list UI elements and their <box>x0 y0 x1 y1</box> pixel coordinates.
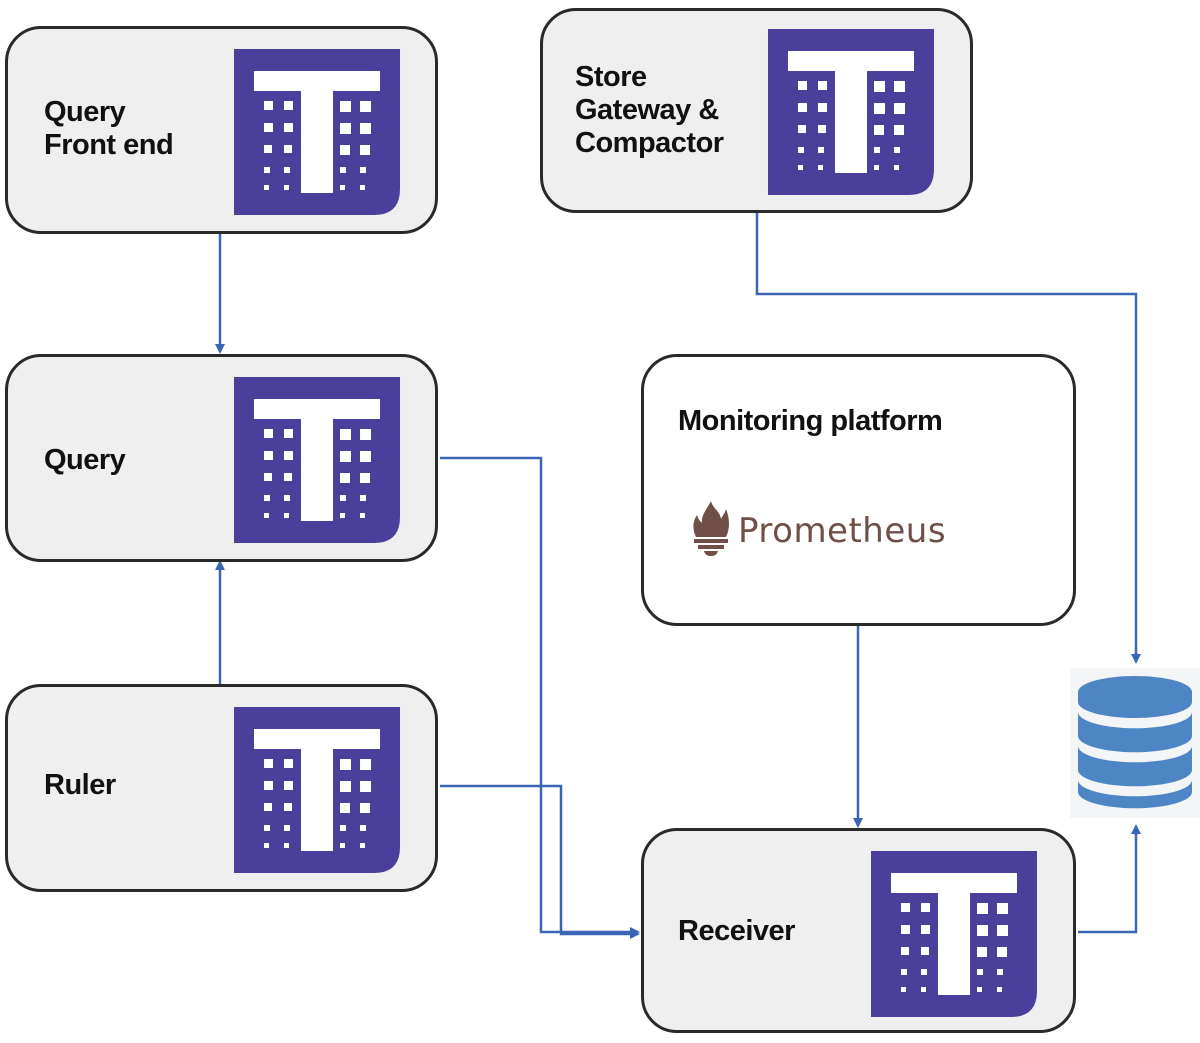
store-gateway-node: Store Gateway & Compactor <box>540 8 973 213</box>
receiver-label: Receiver <box>678 915 795 948</box>
query-frontend-node: Query Front end <box>5 26 438 234</box>
label-line: Compactor <box>575 127 724 159</box>
label-line: Gateway & <box>575 94 719 126</box>
label-line: Receiver <box>678 915 795 947</box>
receiver-node: Receiver <box>641 828 1076 1033</box>
ruler-label: Ruler <box>44 769 116 802</box>
label-line: Store <box>575 61 647 93</box>
edge-receiver-to-storage <box>1078 824 1141 934</box>
prometheus-brand-text: Prometheus <box>738 511 947 551</box>
database-icon <box>1070 668 1200 818</box>
edge-store-to-storage <box>755 212 1141 664</box>
edge-query-to-receiver <box>440 456 640 937</box>
prometheus-flame-icon <box>693 501 729 556</box>
label-line: Ruler <box>44 769 116 801</box>
thanos-logo-icon <box>234 377 400 543</box>
thanos-logo-icon <box>768 29 934 195</box>
edge-ruler-to-receiver <box>440 784 640 939</box>
store-gateway-label: Store Gateway & Compactor <box>575 61 724 160</box>
thanos-logo-icon <box>234 49 400 215</box>
label-line: Front end <box>44 129 174 161</box>
thanos-logo-icon <box>234 707 400 873</box>
monitoring-platform-title: Monitoring platform <box>678 405 943 437</box>
query-frontend-label: Query Front end <box>44 96 174 162</box>
query-label: Query <box>44 444 126 477</box>
monitoring-platform-node: Monitoring platform Prometheus <box>641 354 1076 626</box>
query-node: Query <box>5 354 438 562</box>
thanos-logo-icon <box>871 851 1037 1017</box>
label-line: Query <box>44 96 126 128</box>
label-line: Query <box>44 444 126 476</box>
ruler-node: Ruler <box>5 684 438 892</box>
